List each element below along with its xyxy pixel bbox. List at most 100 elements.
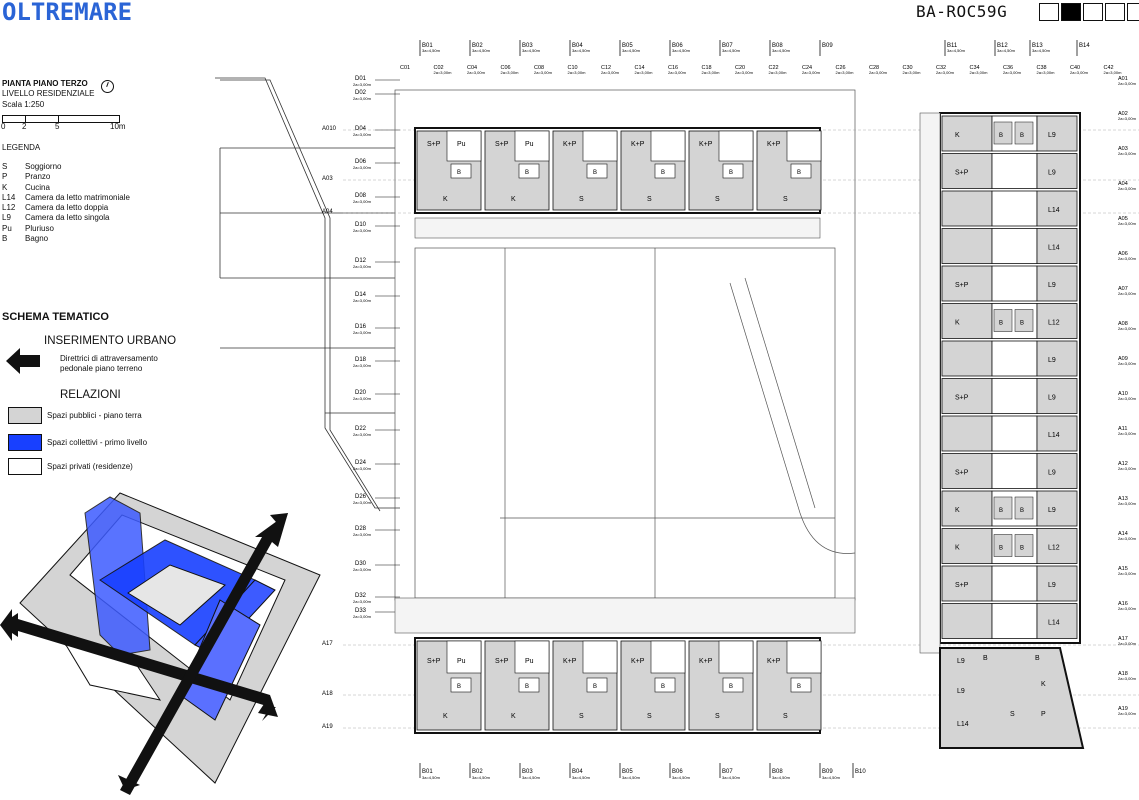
grid-spacing-label: 2a=3,00m [353, 532, 372, 537]
grid-spacing-label: 2a=3,00m [1118, 431, 1137, 436]
room-label: L9 [1048, 582, 1056, 589]
grid-spacing-label: 3a=4,50m [622, 775, 641, 780]
grid-axis-label: A19 [322, 724, 333, 730]
grid-spacing-label: 2a=3,00m [353, 228, 372, 233]
grid-spacing-label: 2a=3,00m [668, 70, 687, 75]
grid-axis-label: A18 [1118, 671, 1128, 677]
grid-spacing-label: 3a=4,50m [672, 775, 691, 780]
grid-axis-label: C02 [434, 65, 444, 71]
room-label: B [661, 170, 665, 176]
schema-title: SCHEMA TEMATICO [2, 311, 109, 323]
grid-axis-label: B07 [722, 769, 733, 775]
grid-axis-label: C04 [467, 65, 477, 71]
swatch-public [8, 407, 42, 424]
grid-spacing-label: 2a=3,00m [353, 199, 372, 204]
room-label: B [797, 684, 801, 690]
grid-spacing-label: 2a=3,00m [1118, 606, 1137, 611]
grid-axis-label: C24 [802, 65, 812, 71]
swatch-private [8, 458, 42, 475]
unit-room [941, 340, 993, 377]
room-label: Pu [457, 658, 466, 665]
grid-axis-label: A12 [1118, 461, 1128, 467]
legend-desc: Bagno [25, 234, 49, 244]
grid-axis-label: C38 [1037, 65, 1047, 71]
unit-room [1036, 378, 1078, 414]
grid-axis-label: D12 [355, 258, 367, 264]
grid-spacing-label: 3a=4,50m [572, 775, 591, 780]
grid-spacing-label: 2a=3,00m [1104, 70, 1123, 75]
room-label: B [999, 321, 1003, 327]
room-label: L9 [1048, 357, 1056, 364]
grid-spacing-label: 3a=4,50m [722, 775, 741, 780]
grid-spacing-label: 3a=4,50m [472, 775, 491, 780]
grid-axis-label: B02 [472, 769, 483, 775]
grid-axis-label: A11 [1118, 426, 1127, 432]
grid-spacing-label: 2a=3,00m [353, 132, 372, 137]
grid-axis-label: A13 [1118, 496, 1128, 502]
grid-spacing-label: 2a=3,00m [353, 330, 372, 335]
grid-axis-label: B06 [672, 43, 683, 49]
courtyard-outline [394, 89, 856, 601]
grid-axis-label: C01 [400, 65, 410, 71]
grid-axis-label: D16 [355, 324, 367, 330]
grid-axis-label: C12 [601, 65, 611, 71]
grid-spacing-label: 2a=3,00m [353, 363, 372, 368]
scale-mark: 0 [1, 122, 6, 131]
grid-axis-label: A17 [322, 641, 333, 647]
grid-spacing-label: 2a=3,00m [1118, 81, 1137, 86]
unit-room [518, 163, 540, 179]
unit-room [446, 640, 482, 674]
grid-axis-label: B12 [997, 43, 1008, 49]
grid-spacing-label: 2a=3,00m [353, 567, 372, 572]
grid-spacing-label: 2a=3,00m [353, 466, 372, 471]
grid-axis-label: D33 [355, 608, 367, 614]
room-label: B [457, 684, 461, 690]
insertion-desc-line: pedonale piano terreno [60, 364, 143, 373]
unit-room [790, 677, 812, 693]
grid-spacing-label: 3a=4,50m [997, 48, 1016, 53]
grid-spacing-label: 2a=3,00m [353, 599, 372, 604]
grid-spacing-label: 2a=3,00m [1118, 256, 1137, 261]
unit-room [1036, 228, 1078, 264]
room-label: B [729, 170, 733, 176]
north-arrow-icon [101, 80, 114, 93]
grid-spacing-label: 2a=3,00m [635, 70, 654, 75]
grid-axis-label: C32 [936, 65, 946, 71]
scale-mark: 2 [22, 122, 27, 131]
unit-room [718, 640, 754, 674]
grid-axis-label: C40 [1070, 65, 1080, 71]
unit-room [722, 677, 744, 693]
unit-room [1036, 340, 1078, 377]
grid-spacing-label: 2a=3,00m [353, 82, 372, 87]
grid-spacing-label: 3a=4,50m [947, 48, 966, 53]
unit-room [941, 603, 993, 639]
room-label: B [797, 170, 801, 176]
room-label: Pu [525, 658, 534, 665]
grid-axis-label: A01 [1118, 76, 1128, 82]
room-label: S+P [955, 170, 969, 177]
grid-axis-label: B05 [622, 43, 633, 49]
room-label: B [1035, 655, 1040, 662]
grid-axis-label: B14 [1079, 43, 1090, 49]
room-label: B [1020, 546, 1024, 552]
legend-title: LEGENDA [2, 143, 41, 152]
grid-axis-label: B13 [1032, 43, 1043, 49]
legend-code: Pu [2, 223, 12, 233]
grid-axis-label: A06 [1118, 251, 1128, 257]
grid-spacing-label: 3a=4,50m [522, 48, 541, 53]
room-label: B [1020, 133, 1024, 139]
room-label: S+P [955, 470, 969, 477]
room-label: K [955, 507, 960, 514]
unit-room [514, 130, 550, 162]
grid-axis-label: D04 [355, 126, 367, 132]
relations-title: RELAZIONI [60, 389, 121, 401]
grid-axis-label: D01 [355, 76, 367, 82]
grid-axis-label: D22 [355, 426, 367, 432]
grid-axis-label: B01 [422, 769, 433, 775]
room-label: B [525, 170, 529, 176]
room-label: S+P [427, 141, 441, 148]
